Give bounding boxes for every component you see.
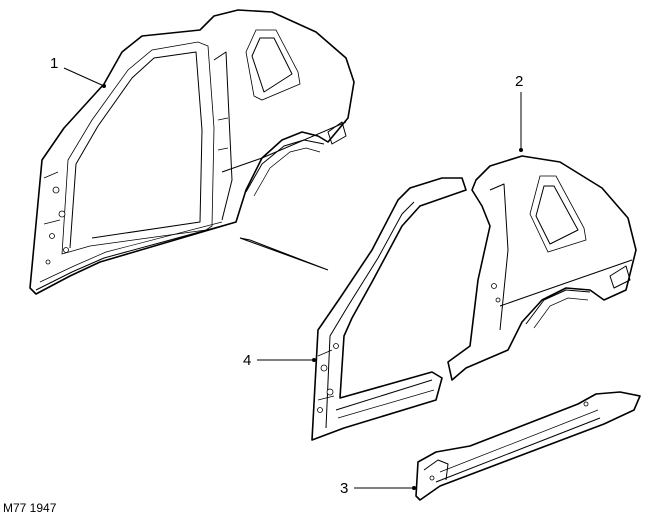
callout-3: 3 — [340, 480, 348, 497]
leader-dot-3 — [412, 486, 416, 490]
sill-panel — [415, 391, 641, 501]
leader-dot-2 — [519, 148, 523, 152]
explode-arrow — [239, 237, 329, 271]
rear-quarter-panel — [447, 155, 637, 381]
callout-4: 4 — [243, 352, 251, 369]
leader-dot-1 — [102, 84, 106, 88]
leader-dot-4 — [312, 358, 316, 362]
leader-line-1 — [63, 67, 105, 87]
callout-2: 2 — [515, 73, 523, 90]
figure-code: M77 1947 — [3, 501, 57, 515]
callout-1: 1 — [50, 55, 58, 72]
body-side-assembly — [29, 9, 355, 295]
a-pillar-sill-panel — [311, 177, 467, 441]
